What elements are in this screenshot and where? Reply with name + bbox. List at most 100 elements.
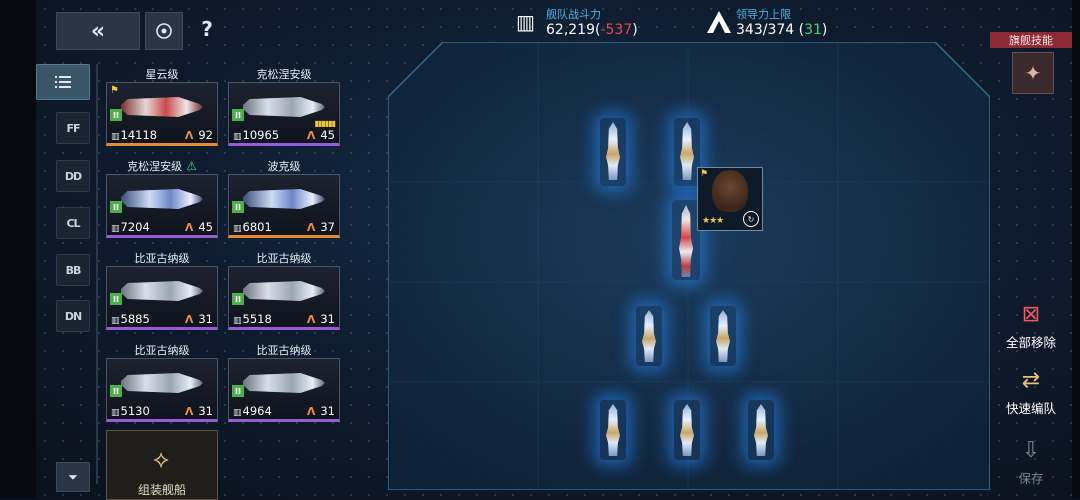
power-icon: ▥ [233, 408, 242, 418]
ship-image [243, 97, 325, 117]
ship-name: 星云级 [145, 68, 179, 81]
formation-ship[interactable] [716, 310, 730, 362]
left-edge [0, 0, 36, 498]
commander-portrait[interactable]: ⚑ ★★★ ↻ [697, 167, 763, 231]
power-icon: ▥ [233, 224, 242, 234]
swap-arrows-icon: ⇄ [1021, 368, 1041, 393]
target-button[interactable] [145, 12, 183, 50]
warning-icon: ⚠ [186, 159, 197, 173]
tab-dd[interactable]: DD [56, 160, 90, 192]
power-icon: ▥ [233, 316, 242, 326]
ship-leadership: 31 [320, 404, 335, 418]
flagship-icon: ⚑ [700, 169, 709, 179]
filter-icon: ⏷ [68, 469, 78, 484]
formation-ship[interactable] [606, 122, 620, 180]
flagship-skill-label: 旗舰技能 [990, 32, 1072, 48]
divider [96, 64, 98, 484]
ship-leadership: 31 [198, 312, 213, 326]
tab-ff[interactable]: FF [56, 112, 90, 144]
flagship-icon: ⚑ [110, 85, 119, 96]
power-icon: ▥ [111, 224, 120, 234]
ship-leadership: 31 [320, 312, 335, 326]
ship-power: 5130 [120, 404, 150, 418]
formation-ship[interactable] [642, 310, 656, 362]
tab-bb[interactable]: BB [56, 254, 90, 286]
ship-power: 5518 [242, 312, 272, 326]
tab-all[interactable] [36, 64, 90, 100]
tier-badge: II [110, 109, 122, 121]
leadership-icon: Ʌ [306, 221, 316, 234]
save-button[interactable]: ⇩ 保存 [998, 436, 1064, 487]
quick-form-button[interactable]: ⇄ 快速编队 [998, 366, 1064, 417]
ship-image [121, 97, 203, 117]
leadership-icon [706, 10, 732, 34]
leadership-icon: Ʌ [306, 313, 316, 326]
tab-cl[interactable]: CL [56, 207, 90, 239]
tier-badge: II [232, 201, 244, 213]
ship-power: 4964 [242, 404, 272, 418]
ship-leadership: 45 [320, 128, 335, 142]
ship-name: 比亚古纳级 [256, 344, 312, 357]
flagship-skill-button[interactable]: ✦ [1012, 52, 1054, 94]
download-icon: ⇩ [1021, 438, 1041, 463]
assemble-ship-button[interactable]: ⟡ 组装舰船 [106, 430, 218, 500]
tier-badge: II [232, 293, 244, 305]
ship-card[interactable]: 比亚古纳级 II ▥5885 Ʌ 31 [106, 250, 218, 334]
leadership-delta: 31 [804, 22, 822, 38]
assemble-icon: ⟡ [153, 445, 169, 473]
ship-leadership: 92 [198, 128, 213, 142]
remove-all-label: 全部移除 [1005, 335, 1056, 350]
ship-power: 5885 [120, 312, 150, 326]
leadership-icon: Ʌ [184, 313, 194, 326]
ship-image [121, 281, 203, 301]
leadership-icon: Ʌ [306, 405, 316, 418]
ship-power: 6801 [242, 220, 272, 234]
leadership-icon: Ʌ [184, 129, 194, 142]
remove-icon: ⊠ [1021, 302, 1041, 327]
rank-stars: ★★★ [702, 216, 724, 226]
tab-dn[interactable]: DN [56, 300, 90, 332]
fleet-power-value: 62,219 [546, 22, 595, 38]
avatar [712, 170, 748, 212]
ship-name: 比亚古纳级 [134, 252, 190, 265]
formation-ship[interactable] [606, 404, 620, 456]
filter-button[interactable]: ⏷ [56, 462, 90, 492]
ship-leadership: 45 [198, 220, 213, 234]
leadership-label: 领导力上限 [736, 8, 791, 21]
quick-form-label: 快速编队 [1005, 401, 1056, 416]
ship-image [243, 189, 325, 209]
swap-icon[interactable]: ↻ [743, 211, 759, 227]
leadership-icon: Ʌ [184, 405, 194, 418]
tier-badge: II [110, 293, 122, 305]
leadership-icon: Ʌ [306, 129, 316, 142]
formation-ship[interactable] [680, 122, 694, 180]
back-button[interactable]: « [56, 12, 140, 50]
ship-image [243, 281, 325, 301]
ship-image [121, 373, 203, 393]
help-button[interactable]: ? [201, 17, 213, 41]
tier-badge: II [110, 201, 122, 213]
ship-name: 波克级 [267, 160, 301, 173]
ship-name: 比亚古纳级 [134, 344, 190, 357]
power-icon: ▥ [111, 316, 120, 326]
formation-ship[interactable] [754, 404, 768, 456]
fleet-power-label: 舰队战斗力 [546, 8, 601, 21]
power-icon: ▥ [111, 408, 120, 418]
save-label: 保存 [1018, 471, 1044, 486]
formation-ship[interactable] [680, 404, 694, 456]
skill-icon: ✦ [1024, 61, 1042, 85]
power-icon: ▥ [233, 132, 242, 142]
ship-leadership: 31 [198, 404, 213, 418]
remove-all-button[interactable]: ⊠ 全部移除 [998, 300, 1064, 351]
tier-badge: II [232, 109, 244, 121]
leadership-value: 343/374 [736, 22, 795, 38]
flagship-ship[interactable] [679, 205, 693, 277]
target-icon [156, 23, 172, 39]
